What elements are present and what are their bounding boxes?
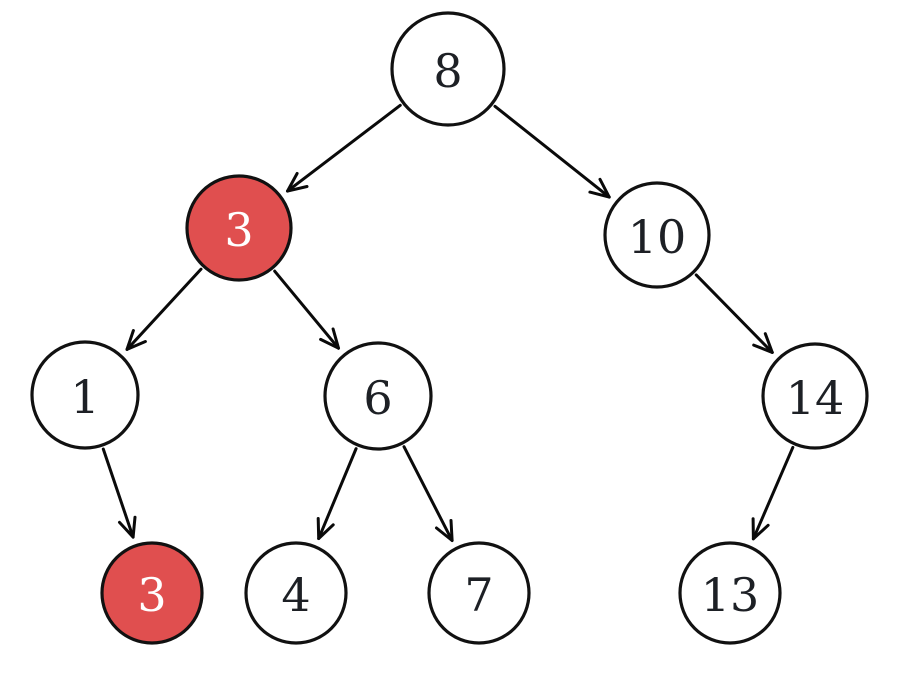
node-label: 7 [464, 568, 493, 622]
tree-node-10[interactable]: 10 [603, 181, 711, 289]
tree-edge [751, 445, 795, 541]
node-circle[interactable] [323, 341, 433, 451]
node-circle[interactable] [678, 541, 782, 645]
node-label: 4 [281, 568, 310, 622]
node-circle[interactable] [244, 541, 348, 645]
node-label: 1 [70, 370, 99, 424]
tree-node-3-highlighted[interactable]: 3 [185, 174, 293, 282]
tree-edge [286, 103, 402, 193]
arrowhead-icon [435, 519, 454, 542]
edge-line [101, 447, 135, 539]
tree-node-1[interactable]: 1 [30, 340, 140, 450]
node-label: 6 [363, 371, 392, 425]
tree-node-8[interactable]: 8 [390, 11, 506, 127]
tree-node-3-highlighted[interactable]: 3 [100, 541, 204, 645]
edge-line [286, 103, 402, 193]
node-label: 3 [137, 568, 166, 622]
arrowhead-icon [751, 517, 770, 541]
arrowhead-icon [319, 327, 340, 350]
arrowhead-icon [588, 177, 611, 199]
edge-line [751, 445, 795, 541]
node-circle[interactable] [185, 174, 293, 282]
tree-edge [694, 273, 774, 354]
edges-layer [101, 103, 795, 542]
tree-node-14[interactable]: 14 [761, 342, 869, 450]
tree-node-13[interactable]: 13 [678, 541, 782, 645]
arrowhead-icon [752, 332, 774, 354]
tree-edge [273, 269, 340, 350]
edge-line [493, 104, 611, 199]
node-circle[interactable] [390, 11, 506, 127]
nodes-layer: 8 3 10 1 6 14 3 4 7 13 [30, 11, 869, 645]
node-label: 13 [701, 568, 760, 622]
node-label: 10 [628, 210, 687, 264]
edge-line [125, 267, 203, 351]
edge-line [273, 269, 340, 350]
node-circle[interactable] [427, 541, 531, 645]
node-label: 14 [786, 371, 845, 425]
arrowhead-icon [316, 517, 335, 540]
node-circle[interactable] [100, 541, 204, 645]
arrowhead-icon [125, 329, 147, 351]
tree-edge [402, 445, 454, 542]
tree-edge [125, 267, 203, 351]
edge-line [317, 447, 358, 541]
edge-line [402, 445, 454, 542]
node-label: 8 [433, 44, 462, 98]
arrowhead-icon [118, 515, 137, 539]
tree-edge [493, 104, 611, 199]
tree-edge [101, 447, 137, 539]
tree-node-6[interactable]: 6 [323, 341, 433, 451]
tree-node-4[interactable]: 4 [244, 541, 348, 645]
node-circle[interactable] [761, 342, 869, 450]
node-circle[interactable] [30, 340, 140, 450]
node-label: 3 [224, 203, 253, 257]
edge-line [694, 273, 774, 354]
node-circle[interactable] [603, 181, 711, 289]
arrowhead-icon [286, 172, 309, 193]
tree-node-7[interactable]: 7 [427, 541, 531, 645]
tree-edge [316, 447, 358, 541]
